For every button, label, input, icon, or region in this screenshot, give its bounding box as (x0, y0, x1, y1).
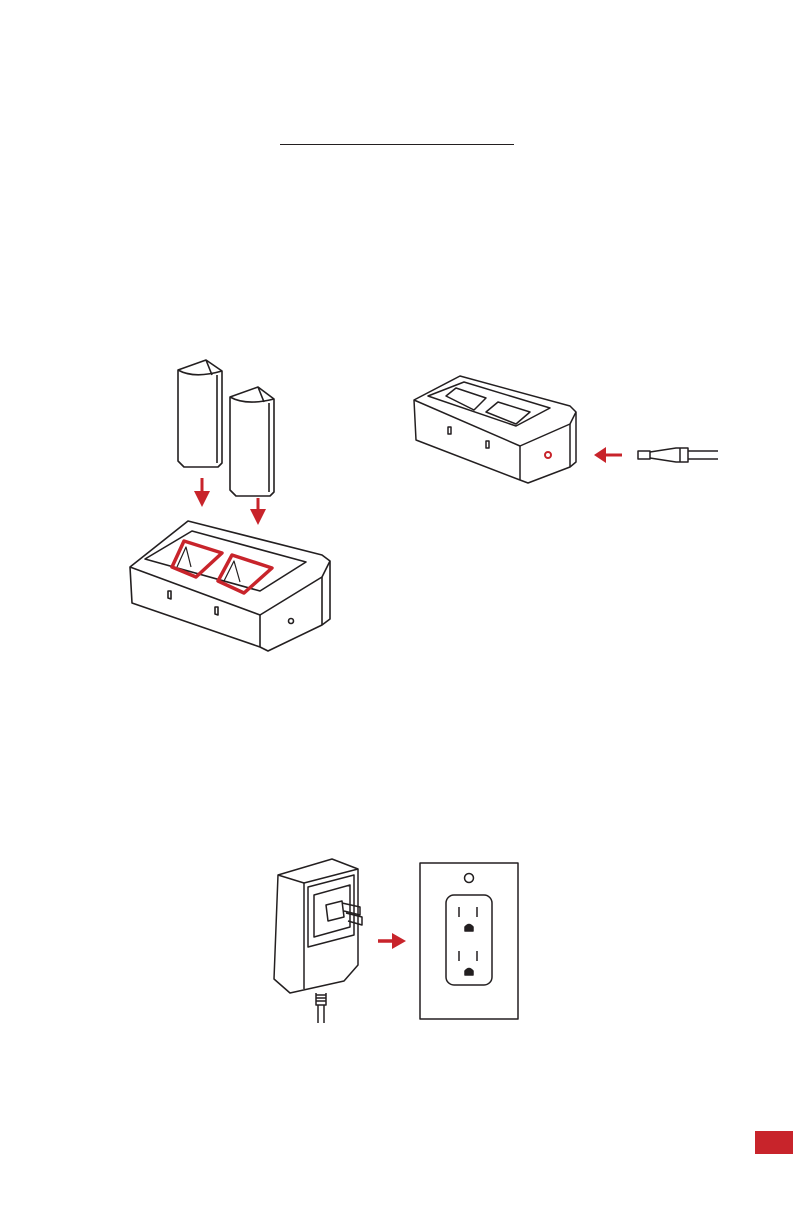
ac-adapter-icon (274, 859, 362, 1023)
right-arrow-icon (378, 933, 406, 949)
down-arrow-icon (194, 478, 210, 507)
ac-adapter-into-outlet-figure (260, 855, 522, 1025)
left-arrow-icon (594, 447, 622, 463)
dc-plug-into-charger-figure (400, 368, 720, 488)
down-arrow-icon (250, 498, 266, 525)
dc-plug-icon (638, 448, 718, 462)
page-edge-tab (755, 1131, 793, 1154)
battery-icon (178, 360, 222, 467)
battery-icon (230, 387, 274, 496)
wall-outlet-icon (420, 863, 518, 1019)
charger-base-icon (414, 376, 576, 483)
title-underline (280, 144, 514, 145)
batteries-into-charger-figure (100, 355, 350, 660)
